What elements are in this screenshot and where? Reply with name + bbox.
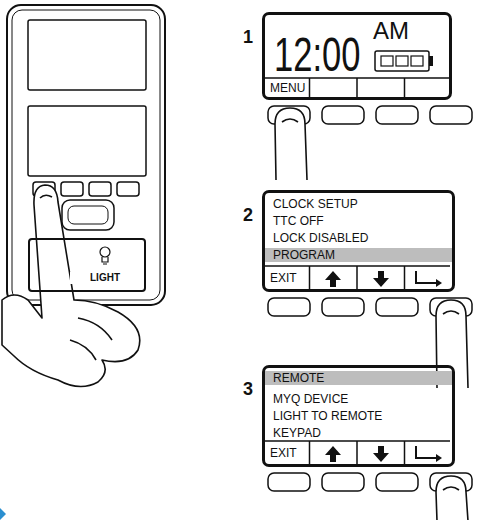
menu-item: LOCK DISABLED: [273, 231, 368, 245]
lcd-screen: REMOTE MYQ DEVICE LIGHT TO REMOTE KEYPAD EXI…: [262, 365, 455, 467]
softkey-label: EXIT: [270, 446, 297, 460]
step-number: 2: [243, 206, 253, 224]
menu-item-selected: PROGRAM: [265, 248, 452, 262]
clock-time: 12:00: [274, 31, 360, 79]
softkey-dividers: [264, 78, 450, 465]
softkey-label: MENU: [270, 81, 305, 95]
step-number: 3: [243, 380, 253, 398]
pressing-fingers: [275, 108, 468, 520]
menu-item: LIGHT TO REMOTE: [273, 409, 382, 423]
lcd-screen: 12:00 AM MENU: [262, 12, 452, 100]
step-number: 1: [243, 28, 253, 46]
menu-item: CLOCK SETUP: [273, 197, 358, 211]
am-indicator: AM: [373, 17, 409, 46]
menu-item: MYQ DEVICE: [273, 392, 348, 406]
corner-mark: [0, 508, 6, 520]
menu-item: TTC OFF: [273, 214, 324, 228]
menu-item: KEYPAD: [273, 426, 321, 440]
wall-control: [7, 5, 165, 305]
hand: [2, 185, 140, 387]
softkey-label: EXIT: [270, 271, 297, 285]
button-label: LIGHT: [70, 272, 140, 284]
lcd-screen: CLOCK SETUP TTC OFF LOCK DISABLED PROGRAM EX…: [262, 190, 455, 292]
battery-icon: [375, 51, 433, 71]
push-buttons: [268, 106, 472, 491]
light-button: LIGHT: [28, 238, 146, 292]
menu-item-selected: REMOTE: [265, 371, 452, 385]
